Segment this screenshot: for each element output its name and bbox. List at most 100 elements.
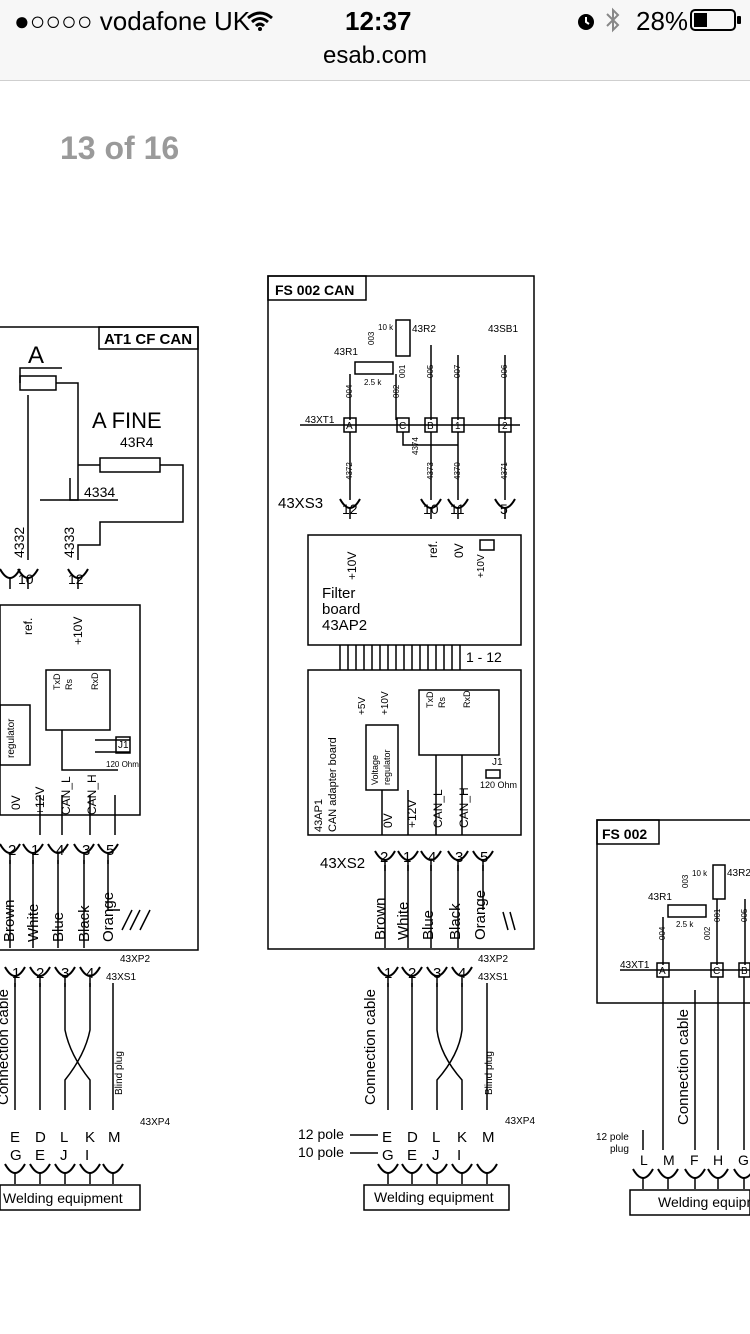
svg-text:120 Ohm: 120 Ohm: [480, 780, 517, 790]
svg-text:005: 005: [740, 908, 749, 922]
svg-text:Welding equipment: Welding equipment: [374, 1189, 494, 1205]
svg-text:43XP2: 43XP2: [478, 954, 508, 965]
svg-text:FS 002: FS 002: [602, 826, 647, 842]
svg-text:M: M: [663, 1152, 675, 1168]
svg-text:D: D: [407, 1129, 418, 1146]
left-panel-labels: AT1 CF CAN A A FINE 43R4 4334 4332 4333 …: [0, 331, 192, 1206]
svg-text:TxD: TxD: [52, 673, 62, 690]
svg-text:TxD: TxD: [425, 691, 435, 708]
svg-text:5: 5: [106, 842, 114, 859]
svg-text:C: C: [713, 966, 720, 977]
svg-text:M: M: [108, 1129, 121, 1146]
status-bar: ●○○○○ vodafone UK 12:37 28% esab.com: [0, 0, 750, 81]
svg-text:003: 003: [681, 874, 690, 888]
svg-text:4332: 4332: [11, 527, 27, 558]
svg-text:4373: 4373: [426, 462, 435, 480]
svg-text:CAN_H: CAN_H: [457, 787, 471, 828]
svg-text:Filter: Filter: [322, 585, 355, 602]
svg-text:Brown: Brown: [1, 899, 18, 942]
svg-text:43XS3: 43XS3: [278, 495, 323, 512]
carrier-name: vodafone UK: [99, 6, 251, 36]
svg-text:4333: 4333: [61, 527, 77, 558]
svg-text:Welding equipment: Welding equipment: [3, 1190, 123, 1206]
svg-text:1: 1: [12, 965, 20, 982]
svg-text:K: K: [457, 1129, 467, 1146]
svg-text:1: 1: [31, 842, 39, 859]
svg-text:Blind plug: Blind plug: [114, 1051, 125, 1095]
svg-text:2: 2: [408, 965, 416, 982]
svg-text:regulator: regulator: [6, 718, 17, 758]
svg-text:12 pole: 12 pole: [298, 1126, 344, 1142]
svg-text:White: White: [395, 902, 412, 940]
svg-text:3: 3: [61, 965, 69, 982]
svg-text:5: 5: [480, 849, 488, 866]
svg-text:Voltage: Voltage: [370, 755, 380, 785]
svg-text:J1: J1: [118, 740, 129, 751]
svg-text:E: E: [407, 1147, 417, 1164]
svg-text:Blue: Blue: [50, 912, 67, 942]
svg-text:A FINE: A FINE: [92, 408, 162, 433]
svg-text:+5V: +5V: [357, 697, 368, 715]
svg-text:J1: J1: [492, 757, 503, 768]
svg-text:43R2: 43R2: [412, 324, 436, 335]
svg-text:4371: 4371: [500, 462, 509, 480]
svg-text:43XP4: 43XP4: [505, 1116, 535, 1127]
left-panel: [0, 326, 199, 1211]
svg-text:43XP4: 43XP4: [140, 1117, 170, 1128]
svg-text:003: 003: [367, 331, 376, 345]
svg-text:plug: plug: [610, 1144, 629, 1155]
svg-text:007: 007: [453, 364, 462, 378]
svg-text:+10V: +10V: [380, 691, 391, 715]
svg-text:4: 4: [86, 965, 94, 982]
svg-text:Blind plug: Blind plug: [484, 1051, 495, 1095]
svg-text:3: 3: [82, 842, 90, 859]
svg-text:2: 2: [36, 965, 44, 982]
svg-text:L: L: [60, 1129, 68, 1146]
svg-text:J: J: [60, 1147, 68, 1164]
svg-text:AT1 CF CAN: AT1 CF CAN: [104, 331, 192, 348]
bluetooth-icon: [606, 7, 620, 33]
svg-text:CAN_L: CAN_L: [431, 789, 445, 828]
svg-text:J: J: [432, 1147, 440, 1164]
svg-text:43R1: 43R1: [334, 347, 358, 358]
svg-text:0V: 0V: [9, 795, 23, 810]
svg-text:2.5 k: 2.5 k: [676, 920, 694, 929]
alarm-icon: [578, 14, 594, 30]
svg-text:43XT1: 43XT1: [620, 960, 650, 971]
svg-text:RxD: RxD: [90, 672, 100, 690]
svg-text:43XP2: 43XP2: [120, 954, 150, 965]
svg-text:43XS1: 43XS1: [478, 972, 508, 983]
svg-text:A: A: [659, 966, 666, 977]
svg-text:G: G: [738, 1152, 749, 1168]
svg-text:001: 001: [398, 364, 407, 378]
svg-text:4334: 4334: [84, 484, 115, 500]
svg-text:L: L: [432, 1129, 440, 1146]
svg-text:4: 4: [428, 849, 436, 866]
svg-text:002: 002: [703, 926, 712, 940]
svg-text:43XS1: 43XS1: [106, 972, 136, 983]
svg-text:M: M: [482, 1129, 495, 1146]
svg-text:0V: 0V: [381, 813, 395, 828]
svg-text:1: 1: [384, 965, 392, 982]
svg-text:43R2: 43R2: [727, 868, 750, 879]
svg-text:regulator: regulator: [382, 749, 392, 785]
middle-panel-labels: FS 002 CAN 43R1 43R2 43SB1 2.5 k 10 k 43…: [275, 282, 535, 1205]
url-domain[interactable]: esab.com: [322, 42, 428, 69]
svg-text:4372: 4372: [345, 462, 354, 480]
svg-text:CAN_L: CAN_L: [59, 776, 73, 815]
svg-text:Connection cable: Connection cable: [0, 989, 12, 1105]
svg-text:2: 2: [502, 421, 508, 432]
svg-text:H: H: [713, 1152, 723, 1168]
svg-text:43R1: 43R1: [648, 892, 672, 903]
right-panel: [596, 819, 750, 1216]
svg-text:Rs: Rs: [64, 679, 74, 690]
middle-panel: [267, 275, 535, 1211]
svg-text:ref.: ref.: [426, 541, 440, 558]
svg-text:ref.: ref.: [21, 618, 35, 635]
svg-text:43XT1: 43XT1: [305, 415, 335, 426]
svg-text:+10V: +10V: [476, 554, 487, 578]
svg-text:B: B: [741, 966, 748, 977]
svg-text:B: B: [427, 421, 434, 432]
svg-text:4370: 4370: [453, 462, 462, 480]
